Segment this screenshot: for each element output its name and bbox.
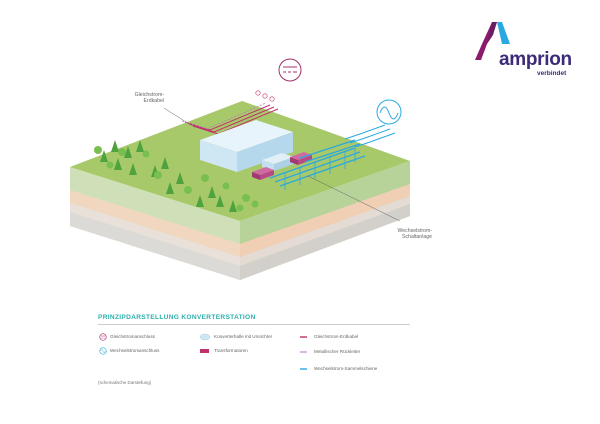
legend-icons — [99, 333, 307, 370]
legend-note: (schematische Darstellung) — [98, 380, 152, 385]
callout-ac-switchgear: Wechselstrom- Schaltanlage — [372, 228, 433, 241]
legend-item-ac-busbar: Wechselstrom-Sammelschiene — [314, 366, 378, 371]
legend-item-transformers: Transformatoren — [214, 348, 248, 353]
legend-item-converter-hall: Konverterhalle mit Umrichter — [214, 334, 273, 339]
legend-item-dc-cable: Gleichstrom-Erdkabel — [314, 334, 359, 339]
brand-tagline: verbindet — [537, 70, 567, 77]
callout-dc-cable-line2: Erdkabel — [143, 98, 164, 105]
callout-dc-cable: Gleichstrom- Erdkabel — [118, 92, 164, 105]
brand-name: amprion — [499, 49, 572, 70]
converter-hall-icon — [199, 333, 211, 341]
amprion-logo-mark — [475, 22, 510, 60]
ac-connection-symbol — [376, 99, 402, 125]
transformer-icon — [200, 349, 209, 353]
callout-dc-cable-line1: Gleichstrom- — [134, 92, 164, 98]
ac-busbars — [269, 139, 366, 187]
legend-divider — [98, 324, 410, 325]
dc-symbol-icon — [99, 333, 107, 341]
legend-item-return-conductor: Metallischer Rückleiter — [314, 349, 361, 354]
legend-title: PRINZIPDARSTELLUNG KONVERTERSTATION — [98, 314, 256, 321]
converter-hall — [200, 120, 293, 172]
callout-ac-switchgear-line1: Wechselstrom- — [397, 228, 433, 234]
trees — [94, 140, 259, 212]
dc-connection-symbol — [278, 58, 302, 82]
transformers — [252, 152, 312, 180]
callout-ac-switchgear-line2: Schaltanlage — [402, 234, 432, 241]
legend-item-ac-connection: Wechselstromanschluss — [110, 348, 160, 353]
legend-item-dc-connection: Gleichstromanschluss — [110, 334, 155, 339]
